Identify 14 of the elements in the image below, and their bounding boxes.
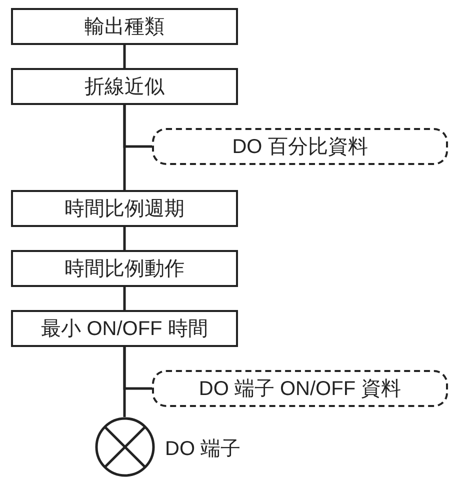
process-box: 最小 ON/OFF 時間 bbox=[11, 310, 238, 347]
connector-line bbox=[123, 45, 126, 68]
data-box: DO 端子 ON/OFF 資料 bbox=[152, 370, 448, 407]
data-box: DO 百分比資料 bbox=[152, 128, 448, 165]
connector-line bbox=[123, 287, 126, 310]
connector-line bbox=[123, 227, 126, 250]
process-box: 時間比例動作 bbox=[11, 250, 238, 287]
connector-line bbox=[123, 105, 152, 148]
process-box: 時間比例週期 bbox=[11, 190, 238, 227]
lamp-symbol bbox=[95, 417, 155, 477]
connector-line bbox=[123, 347, 152, 390]
process-box: 輸出種類 bbox=[11, 8, 238, 45]
symbol-label: DO 端子 bbox=[165, 437, 241, 462]
process-box: 折線近似 bbox=[11, 68, 238, 105]
